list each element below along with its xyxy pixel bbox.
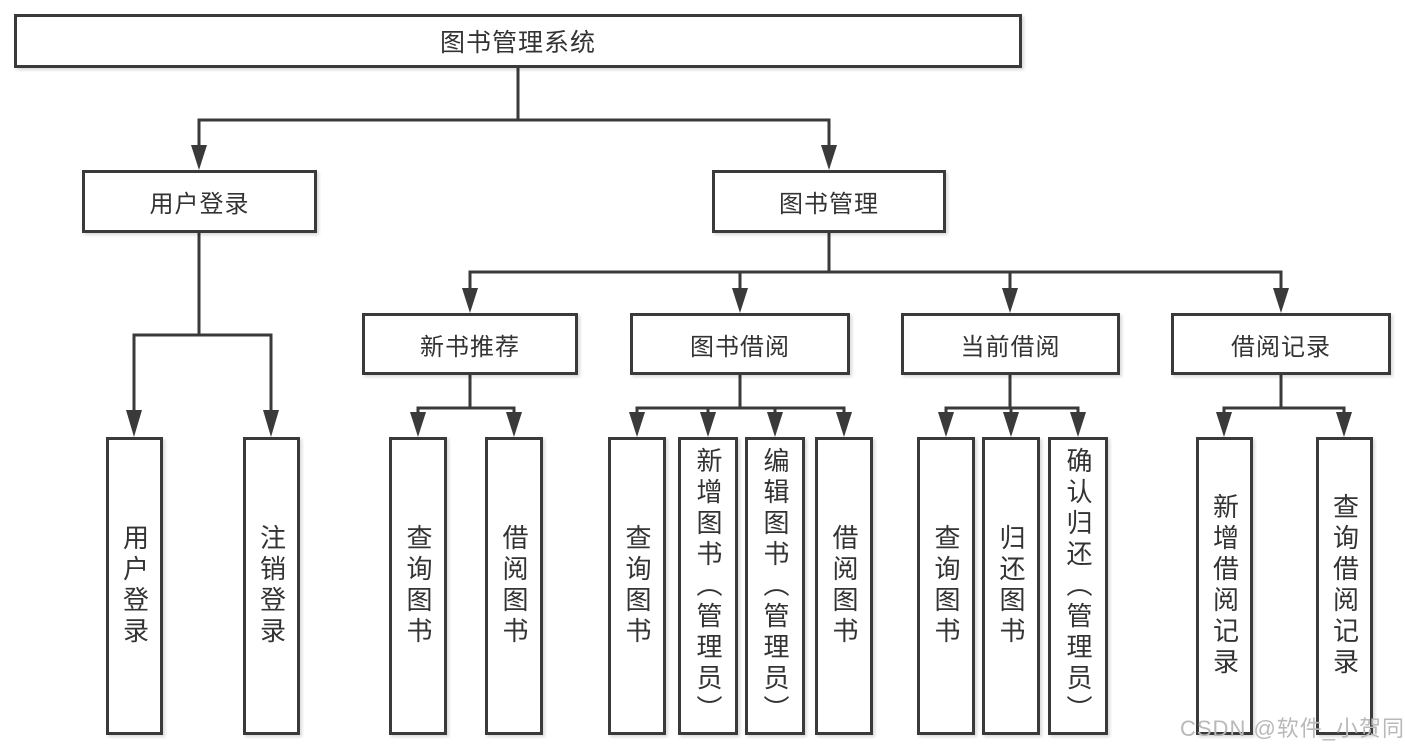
arrow-down xyxy=(506,412,522,437)
node-label: 查询借阅记录 xyxy=(1329,493,1360,679)
arrow-down xyxy=(836,412,852,437)
leaf-edit-book-admin: 编辑图书（管理员） xyxy=(745,437,805,735)
arrow-down xyxy=(410,412,426,437)
node-label: 图书管理 xyxy=(779,191,879,218)
arrow-down xyxy=(1216,412,1232,437)
node-label: 确认归还（管理员） xyxy=(1063,446,1093,726)
arrow-down xyxy=(191,145,207,170)
leaf-add-borrow-record: 新增借阅记录 xyxy=(1196,437,1253,735)
node-root-library-system: 图书管理系统 xyxy=(14,14,1022,68)
node-label: 归还图书 xyxy=(996,524,1026,648)
leaf-user-login: 用户登录 xyxy=(106,437,163,735)
node-label: 借阅图书 xyxy=(499,524,529,648)
node-label: 新书推荐 xyxy=(420,333,520,361)
node-borrow-records: 借阅记录 xyxy=(1171,313,1391,375)
node-book-borrow: 图书借阅 xyxy=(630,313,850,375)
node-label: 查询图书 xyxy=(931,524,961,648)
arrow-down xyxy=(732,288,748,313)
arrow-down xyxy=(1003,412,1019,437)
arrow-down xyxy=(462,288,478,313)
arrow-down xyxy=(1273,288,1289,313)
node-label: 查询图书 xyxy=(622,524,652,648)
node-label: 当前借阅 xyxy=(960,333,1061,361)
csdn-watermark: CSDN @软件_小贺同学 xyxy=(1180,716,1405,741)
arrow-down xyxy=(767,412,783,437)
node-label: 查询图书 xyxy=(403,524,433,648)
node-label: 编辑图书（管理员） xyxy=(760,446,790,726)
arrow-down xyxy=(1070,412,1086,437)
leaf-confirm-return-admin: 确认归还（管理员） xyxy=(1048,437,1108,735)
node-label: 图书借阅 xyxy=(690,333,790,361)
leaf-borrow-books: 借阅图书 xyxy=(815,437,873,735)
leaf-query-books-recommend: 查询图书 xyxy=(389,437,447,735)
arrow-down xyxy=(1002,288,1018,313)
node-label: 新增借阅记录 xyxy=(1209,493,1240,679)
arrow-down xyxy=(700,412,716,437)
node-label: 注销登录 xyxy=(256,524,287,648)
leaf-query-books-current: 查询图书 xyxy=(917,437,975,735)
node-label: 用户登录 xyxy=(149,191,250,218)
leaf-query-borrow-record: 查询借阅记录 xyxy=(1316,437,1373,735)
arrow-down xyxy=(938,412,954,437)
node-current-borrow: 当前借阅 xyxy=(901,313,1120,375)
arrow-down xyxy=(126,410,142,437)
leaf-add-book-admin: 新增图书（管理员） xyxy=(678,437,738,735)
node-new-book-recommend: 新书推荐 xyxy=(362,313,578,375)
node-label: 用户登录 xyxy=(119,524,150,648)
arrow-down xyxy=(629,412,645,437)
node-label: 借阅记录 xyxy=(1231,333,1331,361)
arrow-down xyxy=(1336,412,1352,437)
leaf-logout: 注销登录 xyxy=(243,437,300,735)
arrow-down xyxy=(263,410,279,437)
leaf-return-book: 归还图书 xyxy=(982,437,1040,735)
node-label: 图书管理系统 xyxy=(439,29,596,57)
node-user-login: 用户登录 xyxy=(82,170,317,233)
node-label: 新增图书（管理员） xyxy=(693,446,723,726)
node-label: 借阅图书 xyxy=(829,524,859,648)
leaf-borrow-books-recommend: 借阅图书 xyxy=(485,437,543,735)
leaf-query-books-borrow: 查询图书 xyxy=(608,437,666,735)
node-book-management: 图书管理 xyxy=(712,170,946,233)
arrow-down xyxy=(821,145,837,170)
